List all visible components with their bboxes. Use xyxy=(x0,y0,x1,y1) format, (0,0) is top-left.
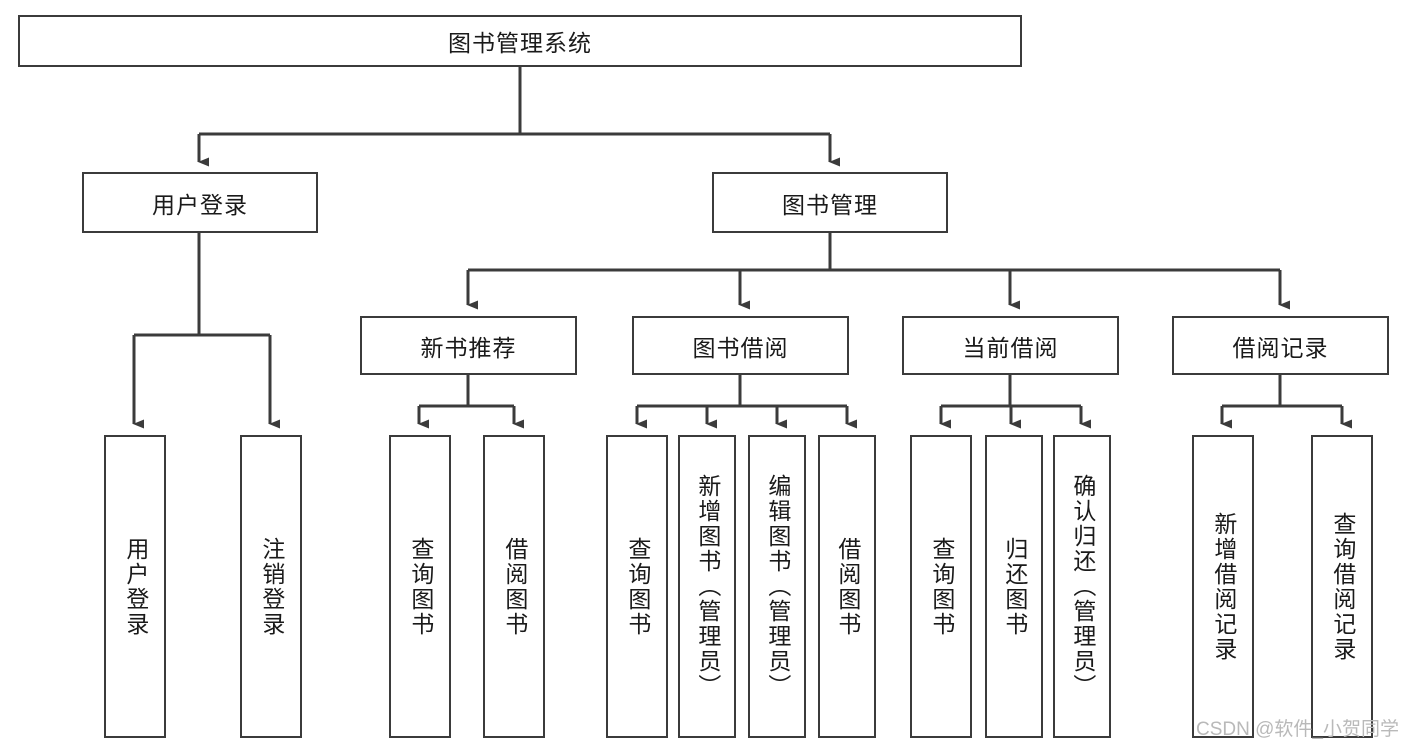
node-user-login[interactable]: 用户登录 xyxy=(82,172,318,233)
node-root-system[interactable]: 图书管理系统 xyxy=(18,15,1022,67)
node-book-borrow[interactable]: 图书借阅 xyxy=(632,316,849,375)
leaf-label: 用户登录 xyxy=(122,536,149,637)
leaf-record-query-record[interactable]: 查询借阅记录 xyxy=(1311,435,1373,738)
leaf-borrow-borrow-book[interactable]: 借阅图书 xyxy=(818,435,876,738)
leaf-current-confirm-return-admin[interactable]: 确认归还（管理员） xyxy=(1053,435,1111,738)
leaf-current-query-book[interactable]: 查询图书 xyxy=(910,435,972,738)
leaf-label: 新增图书（管理员） xyxy=(694,474,721,699)
node-current-borrow[interactable]: 当前借阅 xyxy=(902,316,1119,375)
leaf-label: 新增借阅记录 xyxy=(1210,511,1237,662)
leaf-label: 查询图书 xyxy=(928,536,955,637)
leaf-label: 归还图书 xyxy=(1001,536,1028,637)
leaf-record-add-record[interactable]: 新增借阅记录 xyxy=(1192,435,1254,738)
node-borrow-record[interactable]: 借阅记录 xyxy=(1172,316,1389,375)
leaf-user-login-login[interactable]: 用户登录 xyxy=(104,435,166,738)
csdn-watermark: CSDN @软件_小贺同学 xyxy=(1196,719,1399,740)
node-book-management[interactable]: 图书管理 xyxy=(712,172,948,233)
leaf-borrow-query-book[interactable]: 查询图书 xyxy=(606,435,668,738)
leaf-borrow-add-book-admin[interactable]: 新增图书（管理员） xyxy=(678,435,736,738)
leaf-borrow-edit-book-admin[interactable]: 编辑图书（管理员） xyxy=(748,435,806,738)
leaf-current-return-book[interactable]: 归还图书 xyxy=(985,435,1043,738)
leaf-recommend-query-book[interactable]: 查询图书 xyxy=(389,435,451,738)
leaf-label: 查询图书 xyxy=(624,536,651,637)
leaf-label: 确认归还（管理员） xyxy=(1069,474,1096,699)
leaf-label: 注销登录 xyxy=(258,536,285,637)
leaf-label: 借阅图书 xyxy=(834,536,861,637)
leaf-recommend-borrow-book[interactable]: 借阅图书 xyxy=(483,435,545,738)
leaf-label: 编辑图书（管理员） xyxy=(764,474,791,699)
leaf-label: 查询图书 xyxy=(407,536,434,637)
leaf-label: 查询借阅记录 xyxy=(1329,511,1356,662)
leaf-user-login-logout[interactable]: 注销登录 xyxy=(240,435,302,738)
leaf-label: 借阅图书 xyxy=(501,536,528,637)
node-new-book-recommend[interactable]: 新书推荐 xyxy=(360,316,577,375)
